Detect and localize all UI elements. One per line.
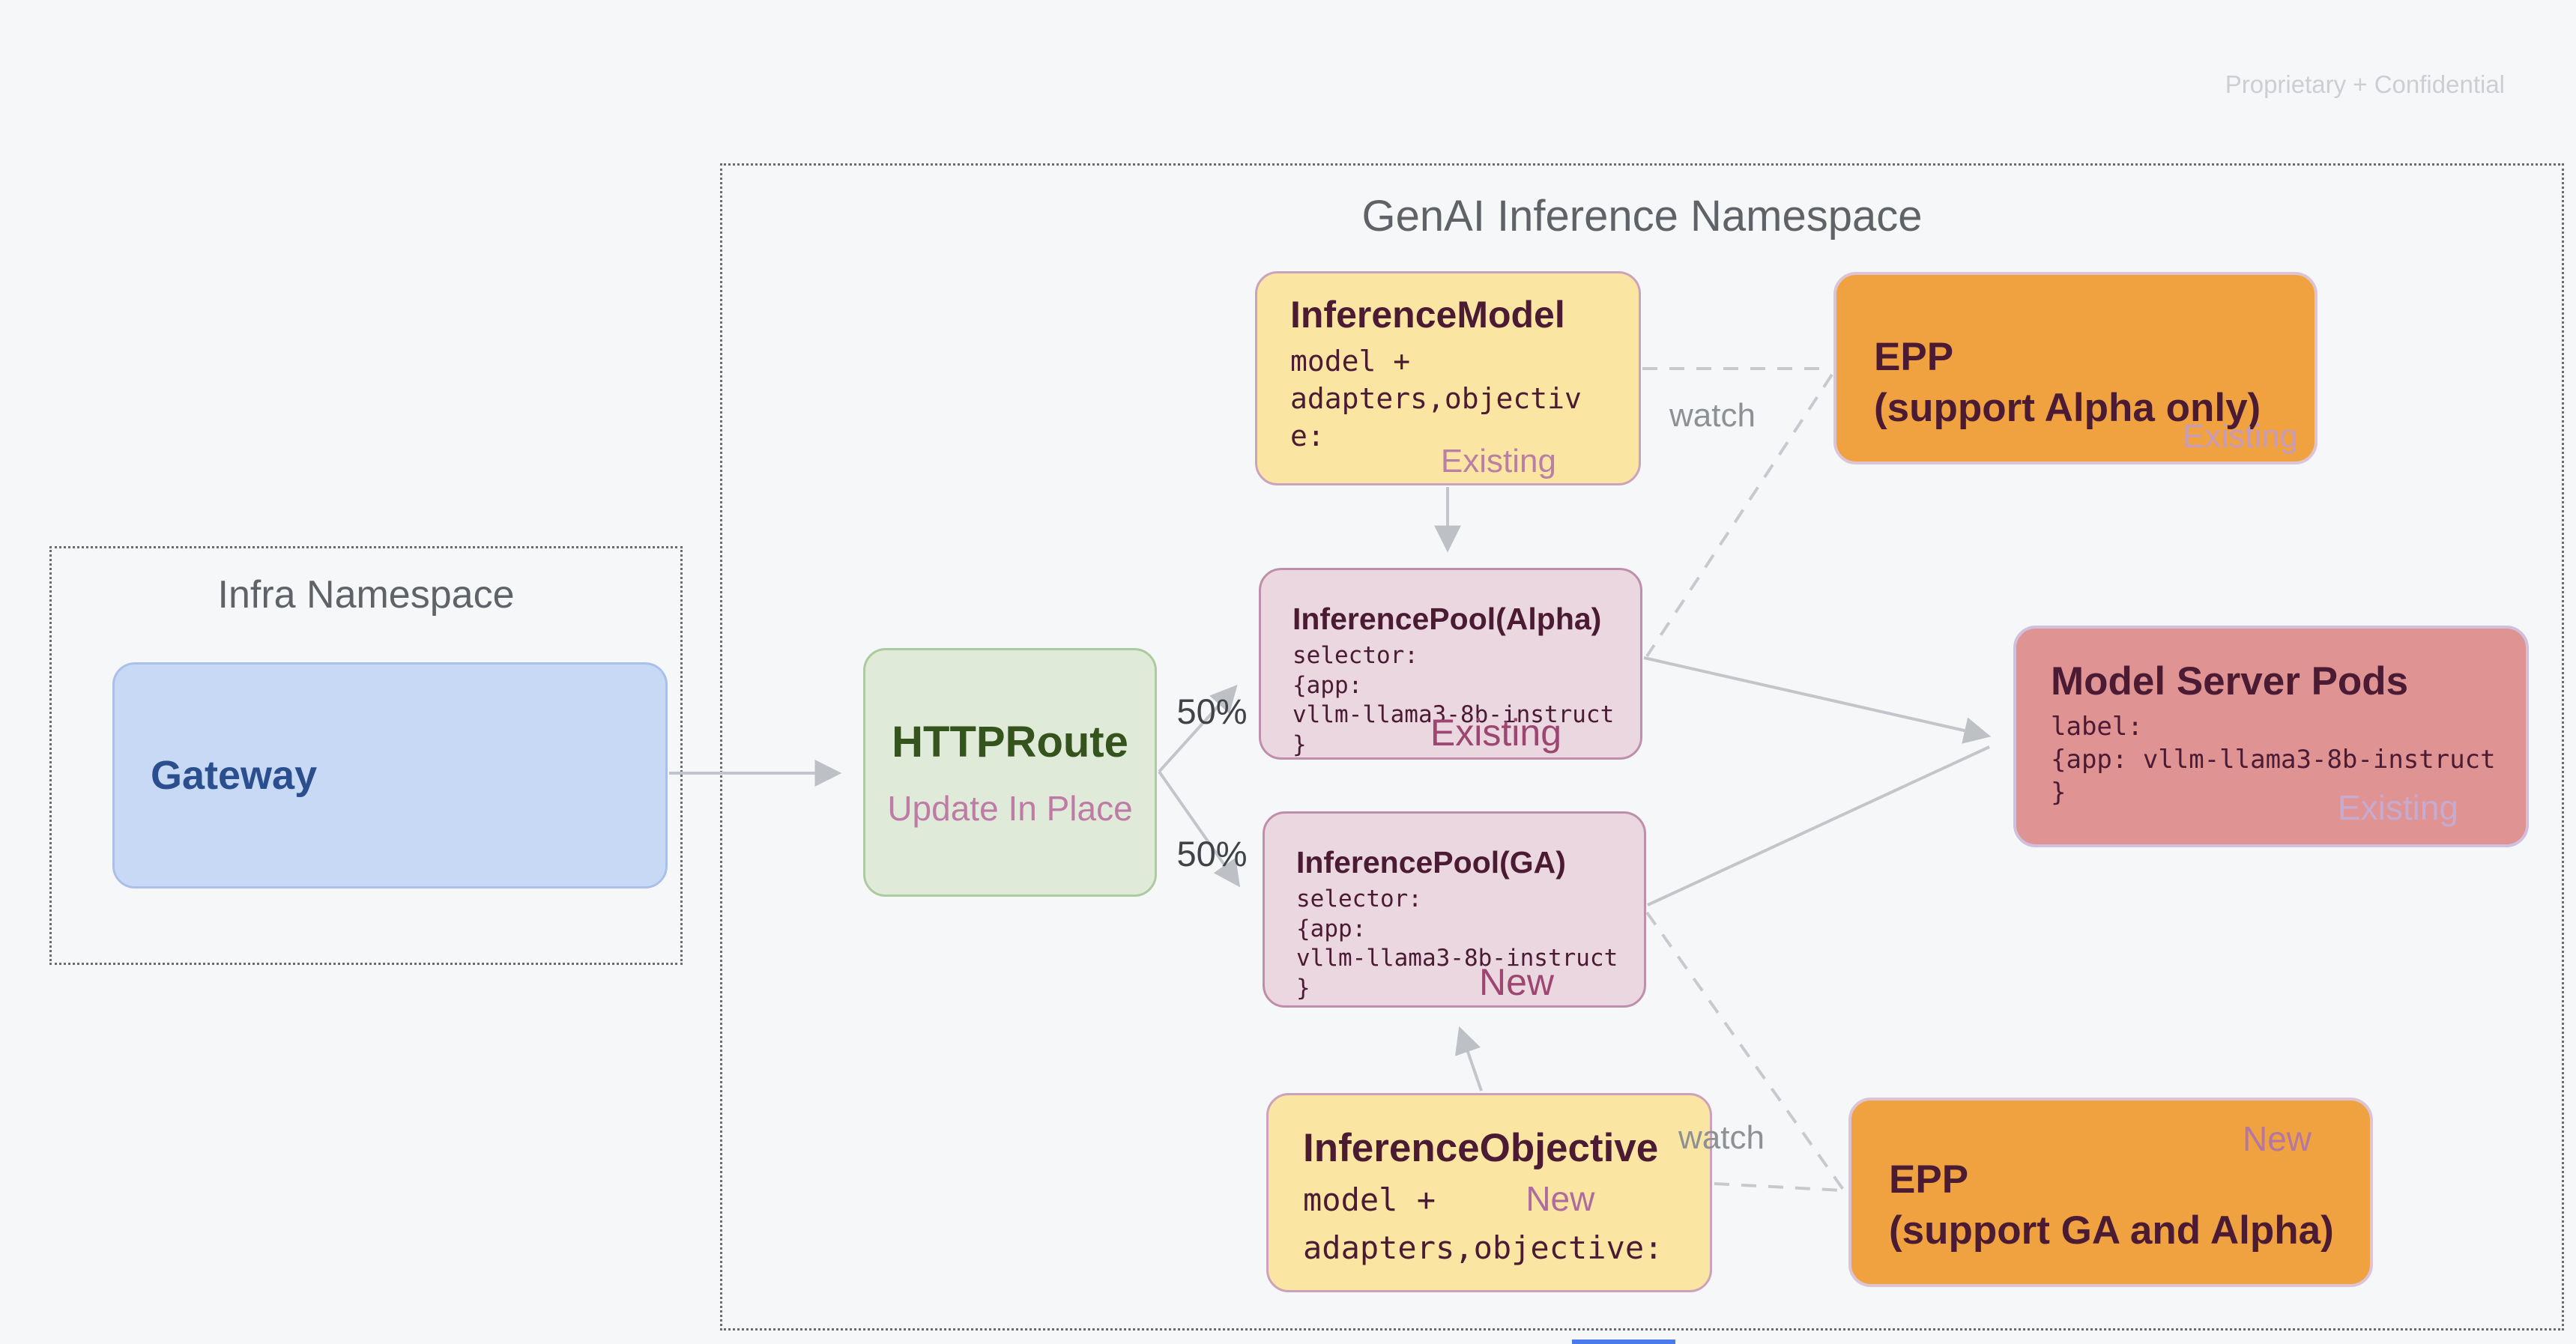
inference-objective-node: InferenceObjective model + New adapters,… bbox=[1266, 1093, 1712, 1292]
pool-alpha-code-line: {app: bbox=[1292, 671, 1363, 699]
model-server-pods-code-line: label: bbox=[2051, 712, 2143, 742]
model-server-pods-node: Model Server Pods label: {app: vllm-llam… bbox=[2013, 626, 2529, 847]
httproute-title: HTTPRoute bbox=[892, 717, 1128, 766]
epp-alpha-node: EPP (support Alpha only) Existing bbox=[1833, 272, 2318, 464]
pool-ga-status-badge: New bbox=[1478, 961, 1554, 1003]
inference-objective-code-line: model + bbox=[1303, 1181, 1436, 1218]
genai-namespace-title: GenAI Inference Namespace bbox=[1361, 192, 1923, 240]
gateway-title: Gateway bbox=[151, 753, 318, 798]
pool-alpha-title: InferencePool(Alpha) bbox=[1292, 602, 1602, 636]
pool-ga-node: InferencePool(GA) selector: {app: vllm-l… bbox=[1263, 811, 1646, 1008]
pool-alpha-code-line: vllm-llama3-8b-instruct bbox=[1292, 701, 1615, 729]
pool-alpha-code-line: } bbox=[1292, 731, 1307, 759]
inference-model-code-line: e: bbox=[1290, 420, 1325, 453]
split-bottom-percentage-label: 50% bbox=[1176, 834, 1248, 874]
inference-objective-code-line: adapters,objective: bbox=[1303, 1229, 1663, 1266]
watch-top-label: watch bbox=[1669, 397, 1756, 434]
inference-objective-title: InferenceObjective bbox=[1303, 1126, 1659, 1170]
split-top-percentage-label: 50% bbox=[1176, 691, 1248, 731]
httproute-node: HTTPRoute Update In Place bbox=[863, 648, 1157, 897]
gateway-node: Gateway bbox=[112, 662, 668, 889]
model-server-pods-code-line: } bbox=[2051, 778, 2066, 808]
inference-model-code-line: adapters,objectiv bbox=[1290, 382, 1582, 416]
pool-ga-code-line: } bbox=[1296, 975, 1310, 1002]
bottom-edge-blue-artifact bbox=[1572, 1340, 1675, 1344]
epp-ga-node: New EPP (support GA and Alpha) bbox=[1848, 1098, 2373, 1287]
epp-alpha-title: EPP bbox=[1874, 335, 1954, 379]
pool-ga-code-line: vllm-llama3-8b-instruct bbox=[1296, 945, 1618, 972]
pool-alpha-status-badge: Existing bbox=[1430, 712, 1561, 754]
httproute-subtitle: Update In Place bbox=[887, 788, 1133, 828]
pool-alpha-node: InferencePool(Alpha) selector: {app: vll… bbox=[1259, 568, 1642, 760]
inference-model-node: InferenceModel model + adapters,objectiv… bbox=[1255, 271, 1641, 485]
watch-bottom-label: watch bbox=[1678, 1119, 1765, 1156]
inference-model-title: InferenceModel bbox=[1290, 294, 1565, 336]
pool-ga-code-line: {app: bbox=[1296, 915, 1367, 942]
model-server-pods-title: Model Server Pods bbox=[2051, 659, 2409, 703]
infra-namespace-title: Infra Namespace bbox=[217, 573, 515, 617]
infra-namespace-box: Infra Namespace bbox=[49, 546, 683, 965]
epp-alpha-status-badge: Existing bbox=[2182, 418, 2298, 455]
epp-alpha-subtitle: (support Alpha only) bbox=[1874, 385, 2261, 430]
model-server-pods-status-badge: Existing bbox=[2337, 788, 2458, 827]
watermark-text: Proprietary + Confidential bbox=[2225, 70, 2505, 98]
model-server-pods-code-line: {app: vllm-llama3-8b-instruct bbox=[2051, 745, 2496, 775]
epp-ga-status-badge: New bbox=[2242, 1119, 2312, 1158]
pool-ga-code-line: selector: bbox=[1296, 886, 1422, 912]
epp-ga-subtitle: (support GA and Alpha) bbox=[1889, 1208, 2334, 1253]
inference-model-status-badge: Existing bbox=[1440, 443, 1556, 479]
inference-model-code-line: model + bbox=[1290, 345, 1411, 378]
inference-objective-status-badge: New bbox=[1526, 1179, 1595, 1218]
genai-namespace-box: GenAI Inference Namespace bbox=[720, 163, 2564, 1331]
pool-ga-title: InferencePool(GA) bbox=[1296, 845, 1566, 880]
pool-alpha-code-line: selector: bbox=[1292, 642, 1418, 669]
epp-ga-title: EPP bbox=[1889, 1157, 1969, 1202]
